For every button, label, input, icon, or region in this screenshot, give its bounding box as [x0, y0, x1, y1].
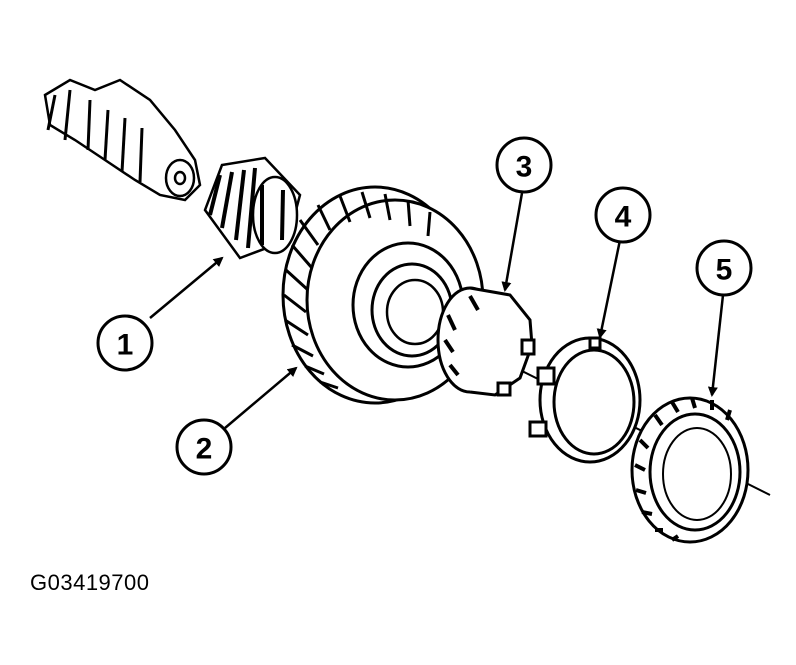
callout-label-3: 3	[516, 151, 533, 184]
callout-4: 4	[594, 186, 652, 244]
output-shaft	[43, 78, 202, 202]
leader-arrow-3	[501, 192, 524, 292]
callout-2: 2	[175, 418, 233, 476]
callout-label-4: 4	[615, 201, 632, 234]
callout-label-2: 2	[196, 433, 213, 466]
callout-label-5: 5	[716, 254, 733, 287]
leader-arrow-1	[149, 256, 224, 319]
figure-id-label: G03419700	[30, 570, 150, 595]
callout-label-1: 1	[117, 329, 134, 362]
needle-bearing	[203, 156, 302, 260]
toothed-ring	[630, 396, 750, 544]
leader-arrow-4	[596, 239, 622, 339]
synchronizer-ring	[528, 336, 642, 464]
synchronizer-cone	[436, 286, 536, 397]
callout-1: 1	[96, 314, 154, 372]
callout-5: 5	[695, 239, 753, 297]
leader-arrow-2	[224, 366, 298, 429]
callout-3: 3	[495, 136, 553, 194]
leader-arrow-5	[707, 294, 725, 397]
